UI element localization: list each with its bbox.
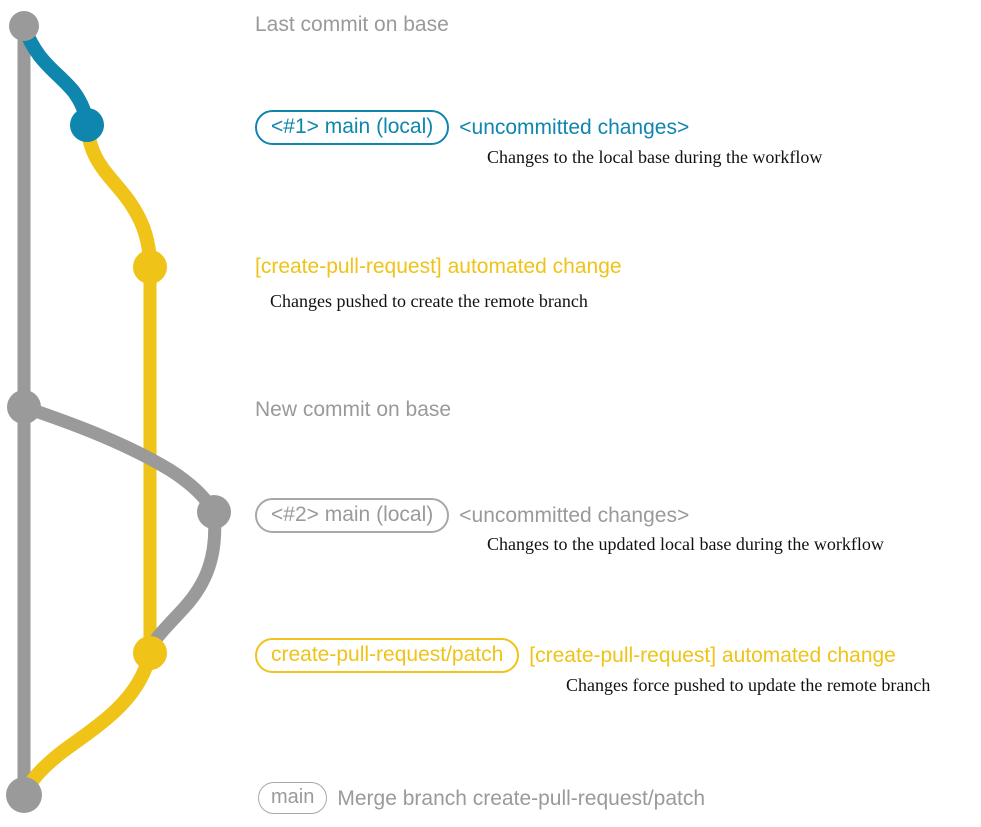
headline-remote-1: [create-pull-request] automated change	[255, 255, 622, 278]
branch-chip-create-pull-request-patch[interactable]: create-pull-request/patch	[255, 638, 520, 673]
local-commit-2-node	[197, 495, 231, 529]
row-local-1: <#1> main (local) <uncommitted changes>	[255, 110, 689, 145]
branch-chip-main[interactable]: main	[258, 782, 328, 814]
row-remote-2: create-pull-request/patch [create-pull-re…	[255, 638, 896, 673]
commit-subject-local-1: <uncommitted changes>	[459, 116, 690, 139]
row-local-2: <#2> main (local) <uncommitted changes>	[255, 498, 689, 533]
branch-chip-main-local-1[interactable]: <#1> main (local)	[255, 110, 450, 145]
remote-commit-2-node	[133, 636, 167, 670]
remote-branch-merge-line-yellow	[17, 646, 157, 802]
commit-description-remote-2: Changes force pushed to update the remot…	[566, 675, 931, 695]
commit-subject-local-2: <uncommitted changes>	[459, 504, 690, 527]
row-merge: main Merge branch create-pull-request/pat…	[258, 782, 705, 814]
local-branch-line-gray-out	[17, 400, 221, 519]
base-commit-last-node	[9, 11, 39, 41]
remote-branch-line-yellow-upper	[80, 118, 157, 274]
branch-chip-main-local-2[interactable]: <#2> main (local)	[255, 498, 450, 533]
local-commit-1-node	[70, 108, 104, 142]
commit-subject-remote-2: [create-pull-request] automated change	[529, 644, 896, 667]
headline-last-commit-on-base: Last commit on base	[255, 13, 449, 36]
base-commit-new-node	[7, 390, 41, 424]
commit-description-local-2: Changes to the updated local base during…	[487, 534, 884, 554]
remote-commit-1-node	[133, 250, 167, 284]
headline-new-commit-on-base: New commit on base	[255, 398, 452, 421]
local-branch-line-gray-in	[143, 505, 222, 660]
commit-description-local-1: Changes to the local base during the wor…	[487, 147, 823, 167]
commit-subject-merge: Merge branch create-pull-request/patch	[337, 786, 706, 810]
base-commit-merge-node	[6, 777, 42, 813]
commit-description-remote-1: Changes pushed to create the remote bran…	[270, 291, 588, 311]
local-branch-line-blue	[17, 19, 94, 132]
